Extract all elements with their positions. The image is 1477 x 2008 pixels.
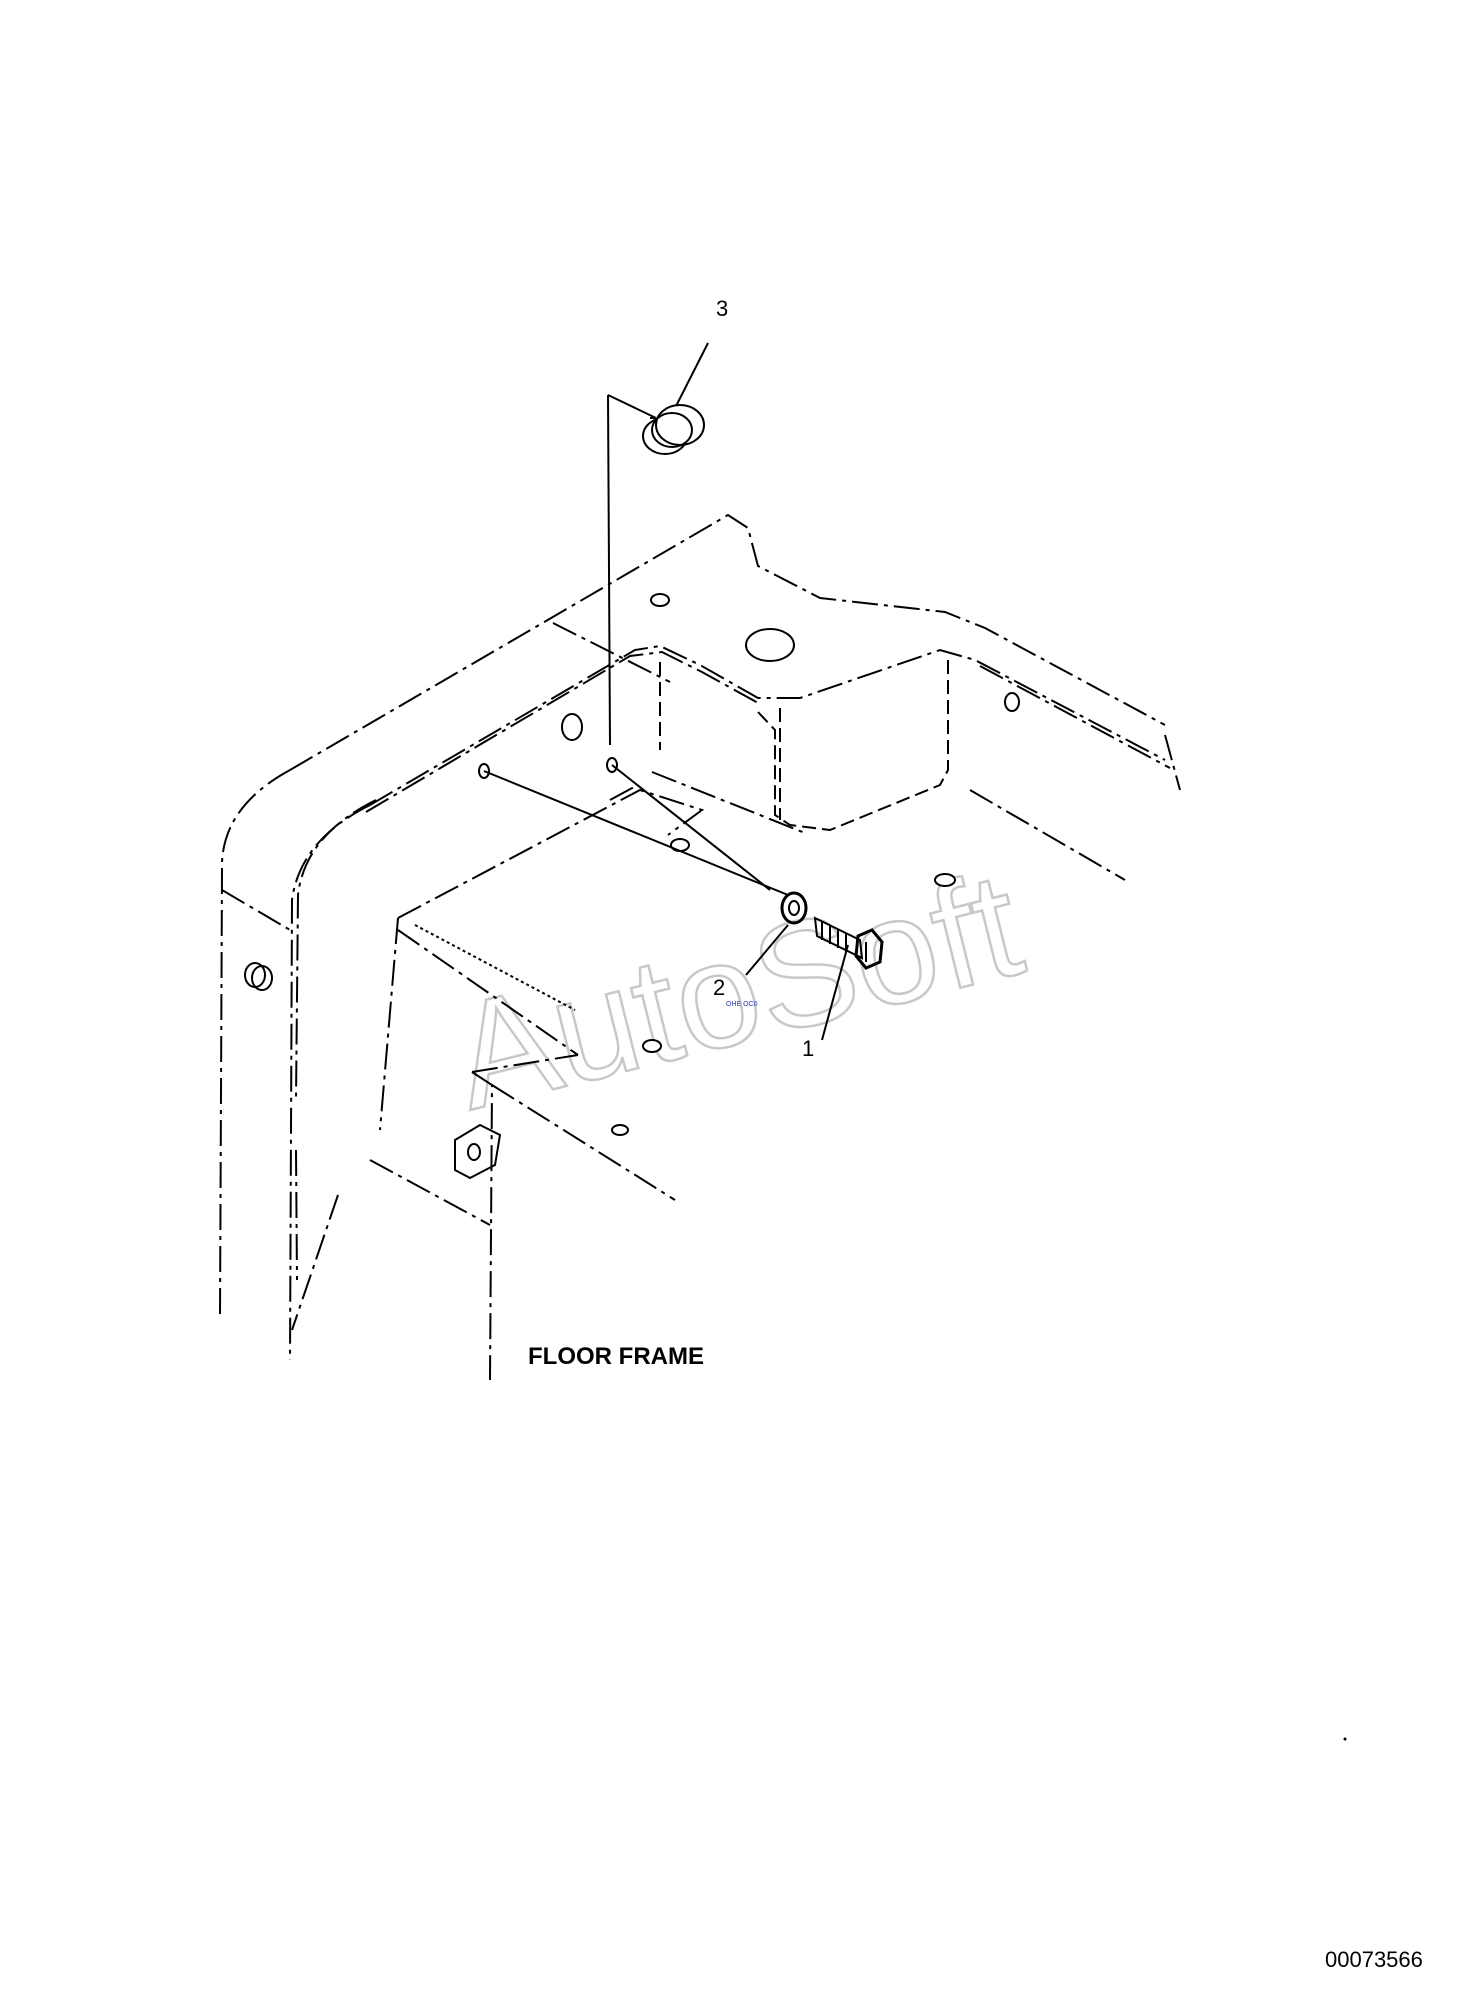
stray-dot xyxy=(1343,1737,1347,1741)
leader-line-2 xyxy=(745,924,789,976)
bracket-tab xyxy=(454,1123,502,1180)
document-number: 00073566 xyxy=(1325,1947,1423,1972)
assembly-axis-line xyxy=(483,770,789,896)
plug-part-3 xyxy=(642,404,705,455)
frame-holes xyxy=(244,593,1020,1136)
floor-frame-outline xyxy=(219,513,1181,1381)
bolt-part-1 xyxy=(813,916,884,970)
stamp-text: OHE OC0 xyxy=(726,1001,758,1008)
floor-frame-label: FLOOR FRAME xyxy=(528,1343,704,1370)
callout-3[interactable]: 3 xyxy=(716,296,728,321)
callout-2[interactable]: 2 xyxy=(713,975,725,1000)
leader-line-1 xyxy=(821,944,849,1041)
leader-line-3-bracket xyxy=(607,394,657,746)
washer-part-2 xyxy=(780,891,808,925)
assembly-axis-line-2 xyxy=(611,764,771,891)
callout-1[interactable]: 1 xyxy=(802,1036,814,1061)
